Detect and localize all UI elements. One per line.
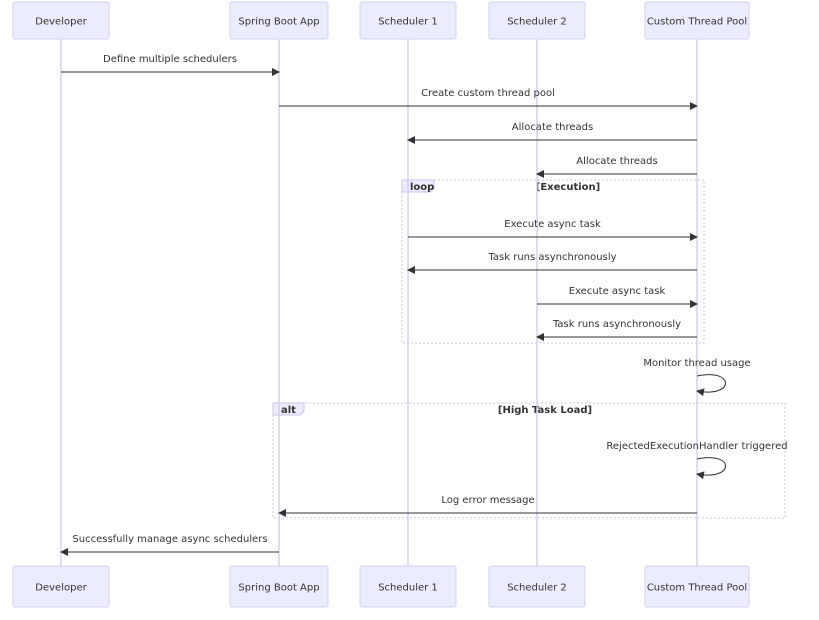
actor-box <box>488 1 586 40</box>
message-label: RejectedExecutionHandler triggered <box>606 441 787 452</box>
actor-label: Spring Boot App <box>238 17 319 28</box>
message-3: Allocate threads <box>407 122 697 144</box>
actor-app-top: Spring Boot App <box>229 1 329 40</box>
actor-label: Scheduler 2 <box>507 583 567 594</box>
frame-condition: [Execution] <box>536 182 600 193</box>
actor-label: Spring Boot App <box>238 583 319 594</box>
actor-s2-bottom: Scheduler 2 <box>488 565 586 608</box>
actor-label: Scheduler 2 <box>507 17 567 28</box>
message-5: Execute async task <box>408 219 698 241</box>
actor-s1-bottom: Scheduler 1 <box>359 565 457 608</box>
frame-condition: [High Task Load] <box>498 405 592 416</box>
message-label: Allocate threads <box>512 122 593 133</box>
actor-pool-top: Custom Thread Pool <box>644 1 750 40</box>
actor-label: Developer <box>35 583 87 594</box>
actor-box <box>229 1 329 40</box>
actor-label: Scheduler 1 <box>378 17 438 28</box>
message-11: Log error message <box>278 495 697 517</box>
frame-keyword: loop <box>410 182 434 193</box>
actor-box <box>229 565 329 608</box>
message-label: Monitor thread usage <box>643 358 750 369</box>
message-12: Successfully manage async schedulers <box>60 534 279 556</box>
message-label: Successfully manage async schedulers <box>72 534 267 545</box>
message-label: Task runs asynchronously <box>487 252 616 263</box>
self-message-arrow <box>696 374 726 397</box>
frame-border <box>401 179 705 344</box>
message-label: Execute async task <box>569 286 666 297</box>
message-4: Allocate threads <box>536 156 697 178</box>
message-10: RejectedExecutionHandler triggered <box>606 441 788 480</box>
actor-s2-top: Scheduler 2 <box>488 1 586 40</box>
actor-box <box>12 1 110 40</box>
actor-app-bottom: Spring Boot App <box>229 565 329 608</box>
message-label: Task runs asynchronously <box>552 319 681 330</box>
message-label: Allocate threads <box>576 156 657 167</box>
message-label: Execute async task <box>504 219 601 230</box>
actor-box <box>488 565 586 608</box>
frame-loop: loop [Execution] <box>401 179 705 344</box>
actor-pool-bottom: Custom Thread Pool <box>644 565 750 608</box>
actor-dev-top: Developer <box>12 1 110 40</box>
message-1: Define multiple schedulers <box>61 54 280 76</box>
actor-label: Custom Thread Pool <box>647 17 747 28</box>
message-label: Log error message <box>441 495 534 506</box>
message-8: Task runs asynchronously <box>536 319 697 341</box>
actor-box <box>644 1 750 40</box>
actor-box <box>359 1 457 40</box>
actor-label: Custom Thread Pool <box>647 583 747 594</box>
actor-box <box>359 565 457 608</box>
message-7: Execute async task <box>537 286 698 308</box>
actor-dev-bottom: Developer <box>12 565 110 608</box>
message-9: Monitor thread usage <box>643 358 751 397</box>
actor-box <box>12 565 110 608</box>
lifelines-layer <box>60 39 698 566</box>
actor-label: Scheduler 1 <box>378 583 438 594</box>
message-2: Create custom thread pool <box>279 88 698 110</box>
frame-tab <box>401 179 435 193</box>
frame-tab <box>272 402 305 416</box>
frame-alt: alt [High Task Load] <box>272 402 786 519</box>
actor-s1-top: Scheduler 1 <box>359 1 457 40</box>
message-label: Create custom thread pool <box>421 88 555 99</box>
self-message-arrow <box>696 457 726 480</box>
frame-keyword: alt <box>281 405 296 416</box>
frames-layer: loop [Execution] alt [High Task Load] <box>272 179 786 519</box>
frame-border <box>272 402 786 519</box>
message-label: Define multiple schedulers <box>103 54 237 65</box>
message-6: Task runs asynchronously <box>407 252 697 274</box>
actor-box <box>644 565 750 608</box>
actor-label: Developer <box>35 17 87 28</box>
